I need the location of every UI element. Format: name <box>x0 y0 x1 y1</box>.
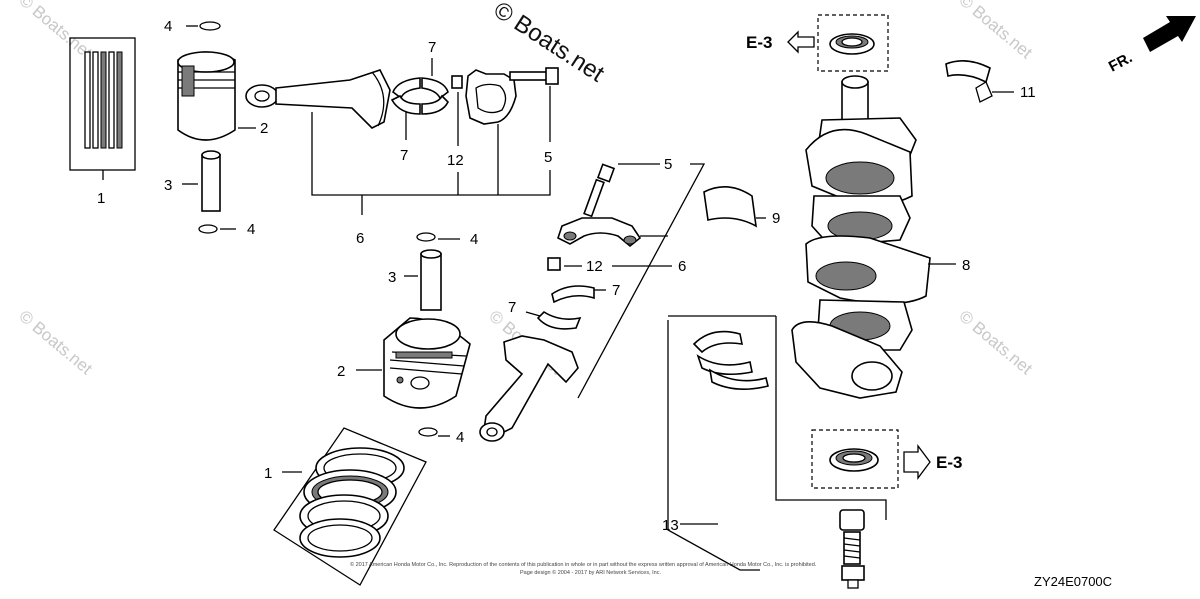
piston-pin-clip-icon <box>198 224 218 234</box>
piston-mid <box>383 317 471 409</box>
dowel-pin-mid <box>547 257 561 271</box>
rod-bearing-mid-lower <box>536 310 582 330</box>
callout-6-b: 6 <box>678 258 686 275</box>
rod-bearing-top-b <box>421 77 449 100</box>
ref-e3-bottom: E-3 <box>936 453 962 472</box>
callout-4-b: 4 <box>247 221 255 238</box>
callout-2-top: 2 <box>260 120 268 137</box>
callout-5-b: 5 <box>664 156 672 173</box>
connecting-rod-mid <box>479 335 579 442</box>
dowel-pin-top <box>451 75 463 89</box>
thrust-bearing-lower <box>708 368 769 390</box>
diagram-code: ZY24E0700C <box>1034 574 1112 589</box>
relief-valve <box>839 509 865 589</box>
connecting-rod-cap-mid <box>557 217 642 248</box>
piston-pin-clip-icon <box>199 21 221 31</box>
callout-4-d: 4 <box>456 429 464 446</box>
callout-3-top: 3 <box>164 177 172 194</box>
copyright-line-2: Page design © 2004 - 2017 by ARI Network… <box>520 569 661 576</box>
oil-seal-box-top <box>817 14 889 72</box>
callout-7-d: 7 <box>508 299 516 316</box>
callout-12-b: 12 <box>586 258 603 275</box>
rod-bearing-mid-upper <box>551 285 595 304</box>
rod-bolt-top <box>509 67 559 85</box>
ref-e3-top: E-3 <box>746 33 772 52</box>
thrust-bearing-mid <box>696 354 753 376</box>
callout-11: 11 <box>1020 84 1036 101</box>
callout-2-mid: 2 <box>337 363 345 380</box>
copyright-line-1: © 2017 American Honda Motor Co., Inc. Re… <box>350 561 817 568</box>
arrow-right-icon <box>903 444 931 480</box>
watermark-tile: © Boats.net <box>955 0 1036 62</box>
oil-seal-bottom <box>829 448 879 472</box>
callout-7-c: 7 <box>612 282 620 299</box>
piston-ring-set-bottom <box>273 427 427 586</box>
front-arrow-icon: FR. <box>1106 16 1196 76</box>
callout-13: 13 <box>662 517 679 534</box>
oil-seal-box-bottom <box>811 429 899 489</box>
callout-4-c: 4 <box>470 231 478 248</box>
connecting-rod-cap-top <box>465 69 517 125</box>
watermark-tile: © Boats.net <box>955 307 1036 379</box>
thrust-washer <box>945 60 991 84</box>
rod-bearing-top-a2 <box>390 94 421 115</box>
piston-ring-set-top <box>69 37 136 180</box>
main-bearing <box>703 186 758 228</box>
callout-7-b: 7 <box>400 147 408 164</box>
connecting-rod-top <box>245 69 391 129</box>
callout-1-top: 1 <box>97 190 105 207</box>
callout-3-mid: 3 <box>388 269 396 286</box>
callout-5-a: 5 <box>544 149 552 166</box>
piston-pin-mid <box>420 249 442 311</box>
piston-pin-clip-icon <box>416 232 436 242</box>
oil-seal-top <box>829 33 875 55</box>
arrow-left-icon <box>787 30 815 54</box>
piston-pin-top <box>201 150 221 212</box>
piston-pin-clip-icon <box>418 427 438 437</box>
rod-bearing-top-b2 <box>421 94 449 115</box>
callout-1-bottom: 1 <box>264 465 272 482</box>
callout-6-a: 6 <box>356 230 364 247</box>
callout-8: 8 <box>962 257 970 274</box>
watermark-tile: © Boats.net <box>15 0 96 62</box>
front-label: FR. <box>1106 49 1135 75</box>
thrust-bearing-upper <box>692 330 744 354</box>
piston-top <box>177 51 236 141</box>
rod-bolt-mid <box>583 163 616 218</box>
callout-12-a: 12 <box>447 152 464 169</box>
rod-bearing-top-a <box>392 77 421 100</box>
callout-7-a: 7 <box>428 39 436 56</box>
crankshaft <box>791 75 931 399</box>
watermark-tile: © Boats.net <box>15 307 96 379</box>
callout-9: 9 <box>772 210 780 227</box>
callout-4-a: 4 <box>164 18 172 35</box>
